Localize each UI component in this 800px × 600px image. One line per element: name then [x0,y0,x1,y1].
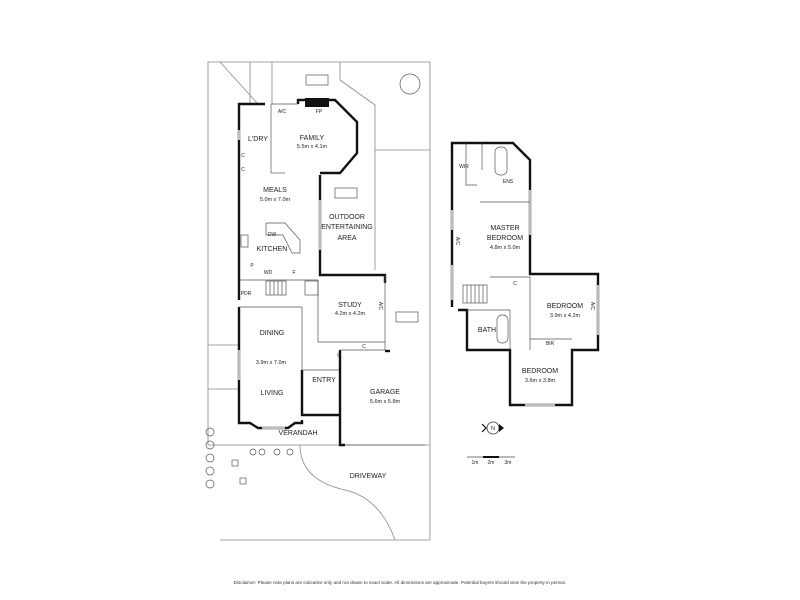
cupboard-label: C [513,281,517,287]
powder-room-label: PDR [241,291,252,297]
room-bath: BATH [478,327,496,334]
svg-text:1m: 1m [472,460,479,466]
cupboard-label: C [241,153,245,159]
disclaimer: Disclaimer: Please note plans are indica… [233,580,567,585]
lot-boundary [207,61,431,541]
room-meals: MEALS [263,187,287,194]
cupboard-label: C [337,353,341,359]
svg-text:2m: 2m [488,460,495,466]
shrubs-icon [205,427,294,489]
fridge-label: F [292,270,295,276]
room-bedroom-3-size: 3.6m x 3.8m [525,378,556,384]
room-bedroom-3: BEDROOM [522,368,558,375]
stairs-icon [462,284,488,304]
fireplace-label: FP [316,109,323,115]
pantry-label: P [250,263,254,269]
washer-dryer-label: WD [264,270,273,276]
cupboard-label: C [241,167,245,173]
room-meals-size: 5.0m x 7.0m [260,197,291,203]
room-bedroom-2-size: 3.9m x 4.2m [550,313,581,319]
tree-icon [399,73,421,95]
room-master-line2: BEDROOM [487,235,523,242]
ac-label: A/C [589,302,595,311]
room-living-size: 3.9m x 7.0m [256,360,287,366]
north-arrow-icon: N [481,421,504,435]
verandah-label: VERANDAH [279,430,318,437]
room-family-size: 5.5m x 4.1m [297,144,328,150]
cupboard-label: C [362,344,366,350]
room-family: FAMILY [300,135,325,142]
room-garage: GARAGE [370,389,400,396]
room-dining: DINING [260,330,285,337]
svg-text:N: N [491,426,495,432]
dishwasher-label: DW [268,232,277,238]
room-wir: WIR [459,164,469,170]
room-kitchen: KITCHEN [257,246,288,253]
svg-text:3m: 3m [505,460,512,466]
room-bir: BIR [546,341,555,347]
room-study-size: 4.2m x 4.2m [335,311,366,317]
paving-icon [305,74,419,323]
kitchen-island [240,222,301,254]
room-ensuite: ENS [503,179,514,185]
room-study: STUDY [338,302,362,309]
room-bedroom-2: BEDROOM [547,303,583,310]
room-master-line1: MASTER [490,225,519,232]
room-living: LIVING [261,390,284,397]
room-outdoor-line3: AREA [337,235,356,242]
room-laundry: L'DRY [248,136,268,143]
ground-floor-walls [237,98,425,447]
ac-label: A/C [377,302,383,311]
room-outdoor-line2: ENTERTAINING [321,224,372,231]
scale-bar: 1m 2m 3m [467,456,515,466]
ac-label: A/C [278,109,287,115]
upper-floor-walls [450,141,600,407]
room-garage-size: 5.6m x 5.8m [370,399,401,405]
room-master-size: 4.8m x 5.0m [490,245,521,251]
room-entry: ENTRY [312,377,336,384]
stairs-icon [265,280,319,296]
room-outdoor-line1: OUTDOOR [329,214,365,221]
ac-label: A/C [454,237,460,246]
driveway-label: DRIVEWAY [350,473,387,480]
